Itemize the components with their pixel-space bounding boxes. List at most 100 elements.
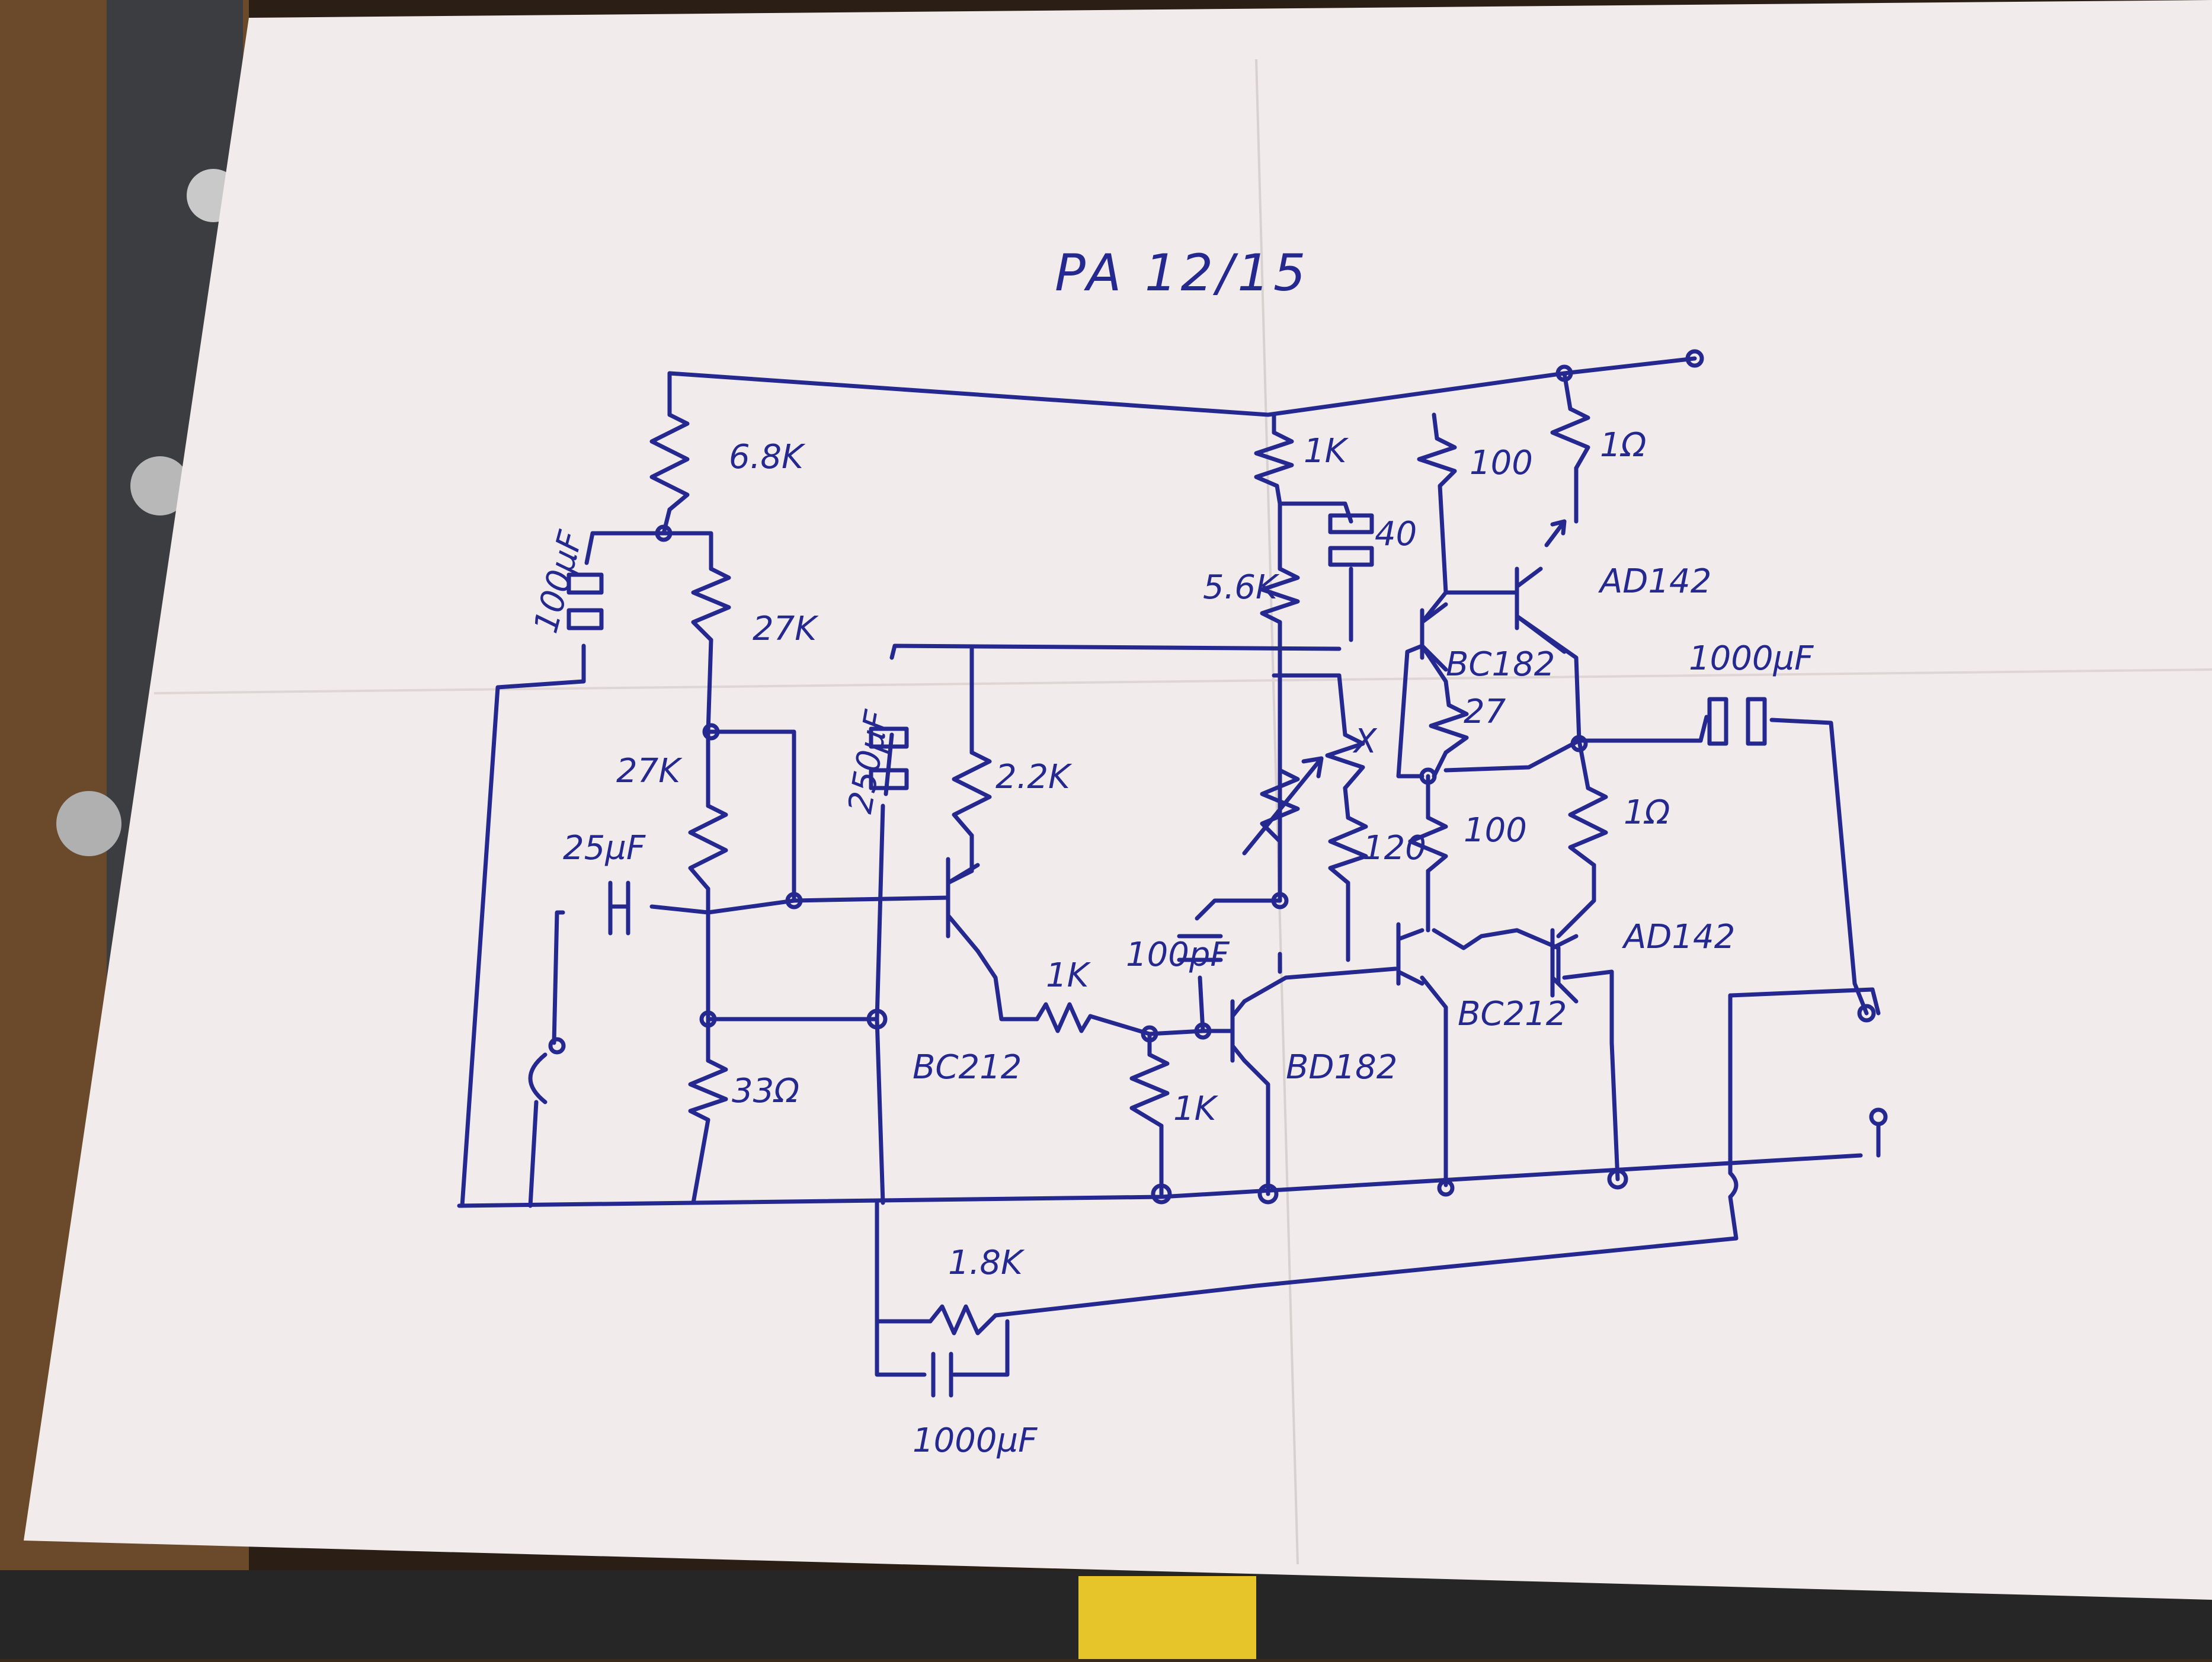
wire bbox=[1242, 1058, 1270, 1196]
resistor-1ohm-top bbox=[1550, 406, 1590, 470]
capacitors bbox=[566, 513, 1767, 1398]
label-1k8: 1.8K bbox=[948, 1244, 1025, 1282]
junction bbox=[866, 1008, 888, 1030]
junction bbox=[1570, 735, 1588, 752]
capacitor-25uf bbox=[608, 880, 630, 936]
transistor-bc182-top bbox=[1420, 602, 1448, 672]
transistor-bc212-input bbox=[946, 857, 980, 953]
resistor-6k8 bbox=[649, 412, 690, 512]
wire bbox=[1420, 975, 1448, 1187]
label-1k-top: 1K bbox=[1304, 432, 1349, 470]
label-2k2: 2.2K bbox=[995, 758, 1073, 796]
wire bbox=[528, 1100, 539, 1208]
label-100-top: 100 bbox=[1470, 444, 1533, 482]
capacitor-1000uf-out-plate bbox=[1707, 697, 1728, 746]
capacitor-40-plate bbox=[1328, 546, 1374, 567]
wire bbox=[1432, 928, 1561, 950]
transistor-bc212-lower bbox=[1396, 922, 1424, 986]
schematic-title: PA 12/15 bbox=[1055, 244, 1310, 303]
wire bbox=[460, 643, 586, 1208]
resistors bbox=[649, 406, 1608, 1336]
resistor-100-mid bbox=[1408, 815, 1448, 873]
resistor-1k-base bbox=[1129, 1052, 1170, 1128]
wire bbox=[952, 1319, 1010, 1377]
wire bbox=[706, 638, 713, 734]
wire bbox=[1198, 975, 1205, 1033]
wire bbox=[552, 910, 565, 1045]
wire bbox=[1337, 673, 1347, 737]
speaker-terminal bbox=[1857, 1004, 1876, 1023]
capacitor-1000uf-out-plate bbox=[1746, 697, 1767, 746]
label-27k-upper: 27K bbox=[753, 610, 819, 648]
wire bbox=[1556, 863, 1596, 939]
label-100-mid: 100 bbox=[1464, 811, 1527, 850]
transistor-ad142-top bbox=[1515, 566, 1567, 654]
label-5k6: 5.6K bbox=[1203, 568, 1280, 607]
label-ad142-top: AD142 bbox=[1598, 562, 1711, 601]
label-1000uf-fb: 1000µF bbox=[913, 1421, 1038, 1460]
transistor-bd182-driver bbox=[1230, 999, 1247, 1063]
supply-rail bbox=[667, 356, 1697, 417]
junctions bbox=[655, 364, 1628, 1205]
wire bbox=[1698, 715, 1709, 743]
wires bbox=[457, 349, 1888, 1377]
resistor-33ohm bbox=[688, 1058, 728, 1122]
wire bbox=[584, 531, 595, 565]
wire bbox=[1396, 643, 1424, 779]
resistor-27k-lower bbox=[688, 803, 728, 891]
wire bbox=[1438, 483, 1448, 595]
label-1k-base: 1K bbox=[1173, 1090, 1219, 1128]
wire bbox=[661, 507, 713, 571]
junction bbox=[1257, 1183, 1279, 1205]
yellow-tool bbox=[1078, 1576, 1256, 1659]
chassis-socket bbox=[130, 456, 190, 515]
junction bbox=[702, 723, 720, 741]
resistor-1k-top bbox=[1254, 430, 1294, 488]
junction bbox=[785, 892, 803, 910]
wire bbox=[706, 729, 796, 903]
capacitor-100uf-plate bbox=[566, 608, 604, 630]
wire bbox=[875, 803, 885, 1205]
capacitor-1000uf-fb bbox=[931, 1352, 953, 1398]
wire bbox=[875, 1319, 927, 1377]
resistor-1k8 bbox=[928, 1304, 998, 1336]
resistor-5k6 bbox=[1260, 566, 1300, 625]
wire bbox=[706, 895, 950, 915]
resistor-x bbox=[1325, 732, 1365, 790]
wire bbox=[1443, 738, 1703, 773]
wire bbox=[691, 1117, 710, 1205]
wire bbox=[1769, 718, 1869, 1016]
resistor-100-top bbox=[1417, 436, 1457, 488]
label-25uf: 25µF bbox=[563, 829, 646, 867]
wire bbox=[1242, 966, 1398, 1004]
preset-arrow-head bbox=[1301, 756, 1324, 779]
label-1ohm-bot: 1Ω bbox=[1624, 793, 1670, 832]
junction bbox=[655, 524, 673, 542]
label-27: 27 bbox=[1464, 693, 1506, 731]
label-bd182: BD182 bbox=[1286, 1048, 1397, 1087]
label-bc212-input: BC212 bbox=[913, 1048, 1022, 1087]
resistor-1ohm-bot bbox=[1568, 786, 1608, 867]
capacitor-40-plate bbox=[1328, 513, 1374, 534]
wire bbox=[1275, 483, 1353, 524]
junction bbox=[1271, 892, 1289, 910]
label-1000uf-out: 1000µF bbox=[1689, 639, 1814, 678]
junction bbox=[1437, 1179, 1455, 1197]
supply-terminal bbox=[1685, 349, 1704, 368]
wire bbox=[1343, 786, 1350, 820]
junction bbox=[1141, 1025, 1158, 1043]
label-x: X bbox=[1352, 722, 1378, 761]
transistor-ad142-top-emitter bbox=[1544, 519, 1567, 547]
capacitor-250uf-plate bbox=[869, 726, 909, 749]
junction bbox=[1151, 1183, 1172, 1205]
label-1k-series: 1K bbox=[1046, 956, 1091, 995]
resistor-2k2 bbox=[952, 750, 992, 838]
wire bbox=[889, 643, 1342, 660]
junction bbox=[1419, 767, 1437, 785]
label-6k8: 6.8K bbox=[729, 438, 806, 476]
junction bbox=[1607, 1168, 1628, 1190]
paper-sheet bbox=[24, 0, 2212, 1600]
capacitor-100pf bbox=[1177, 934, 1223, 962]
